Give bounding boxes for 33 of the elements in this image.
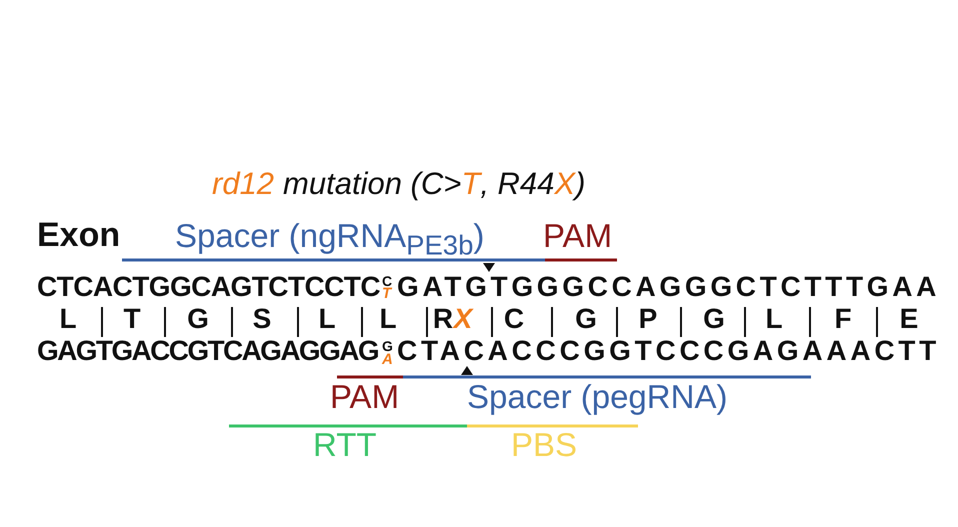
dna-sequence: GAGTGACCGTCAGAGGAG <box>37 337 378 365</box>
title-text: rd12 <box>212 168 274 199</box>
amino-acid-letter: C <box>504 305 524 333</box>
amino-acid-letter: R <box>432 305 454 333</box>
rtt-label: RTT <box>313 428 377 461</box>
nucleotide-letter: C <box>382 274 392 288</box>
amino-acid-letter: T <box>123 305 141 333</box>
amino-acid-letter: E <box>900 305 918 333</box>
spacer-label: Spacer (pegRNA) <box>467 380 728 413</box>
amino-acid-letter: F <box>834 305 852 333</box>
amino-acid-letter: S <box>252 305 272 333</box>
spacer-label: Spacer (ngRNA$_{PE3b}$) <box>175 219 484 260</box>
nucleotide-letter: G <box>382 339 393 353</box>
amino-acid-letter: P <box>638 305 658 333</box>
title-text: T <box>461 168 480 199</box>
amino-acid-letter: G <box>187 305 209 333</box>
amino-acid-letter: L <box>379 305 397 333</box>
amino-acid-letter: L <box>318 305 336 333</box>
amino-acid-letter: L <box>59 305 77 333</box>
stop-codon-letter: X <box>454 305 472 333</box>
exon-label: Exon <box>37 218 120 252</box>
dna-sequence: GATGTGGGCCAGGGCTCTTTGAA <box>397 273 940 301</box>
amino-acid-letter: L <box>765 305 783 333</box>
pam-label: PAM <box>543 219 612 252</box>
title-text: mutation (C> <box>283 168 462 199</box>
dna-sequence: CTACACCCGGTCCCGAGAAACTT <box>397 337 940 365</box>
mutant-nucleotide: T <box>382 286 392 301</box>
amino-acid-letter: G <box>703 305 725 333</box>
dna-sequence: CTCACTGGCAGTCTCCTC <box>37 273 380 301</box>
mutant-nucleotide: A <box>382 352 393 367</box>
pam-label: PAM <box>330 380 400 413</box>
pbs-label: PBS <box>511 428 578 461</box>
amino-acid-letter: G <box>575 305 597 333</box>
